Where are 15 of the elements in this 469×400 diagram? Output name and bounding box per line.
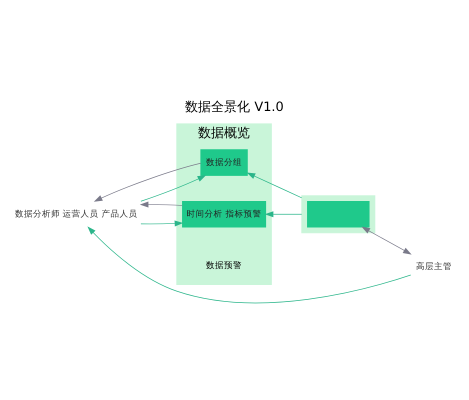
arrow [140, 174, 206, 202]
arrow [361, 226, 412, 254]
label: 数据预警 [206, 260, 242, 271]
node-box [307, 200, 370, 228]
diagram-title: 数据全景化 V1.0 [185, 100, 284, 115]
arrow [246, 172, 302, 198]
node-text: 高层主管 [416, 261, 452, 272]
arrow [264, 210, 302, 217]
node-box: 数据分组 [200, 148, 248, 176]
arrow [94, 162, 202, 202]
node-box: 时间分析 指标预警 [182, 200, 266, 228]
arrow [87, 226, 412, 303]
arrow [140, 201, 183, 208]
node-text: 数据分析师 运营人员 产品人员 [14, 208, 138, 219]
arrow [140, 220, 184, 226]
